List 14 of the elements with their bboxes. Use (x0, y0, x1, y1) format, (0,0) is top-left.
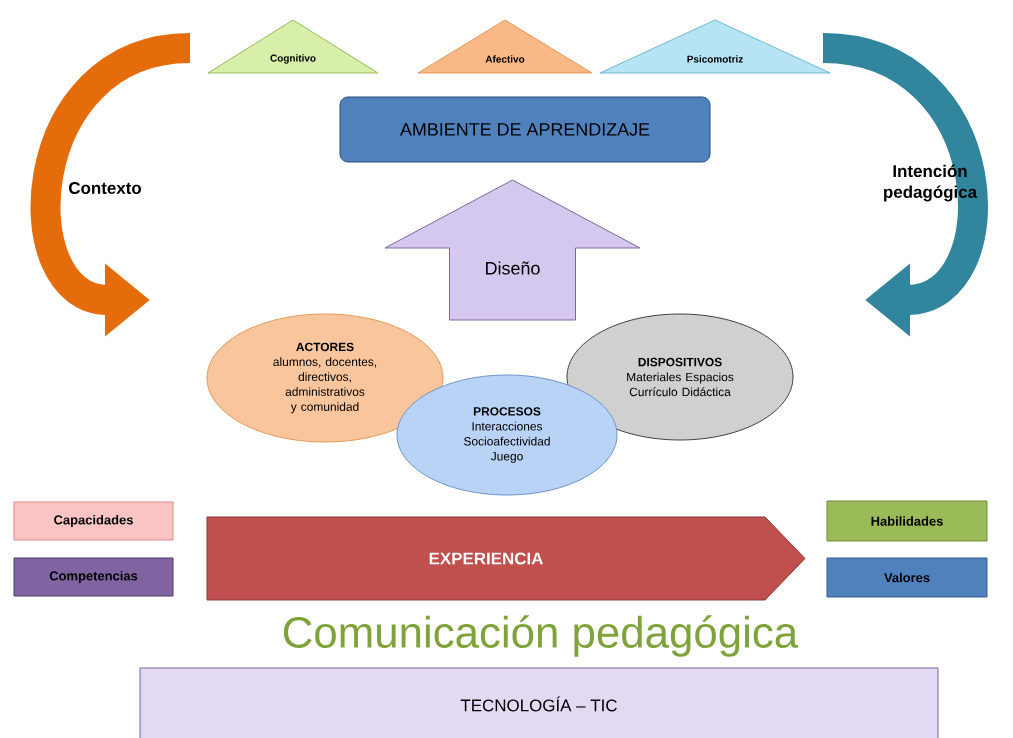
label-box: Capacidades (13, 501, 174, 541)
ellipse-node: DISPOSITIVOS Materiales Espacios Currículo Didáctica (566, 313, 794, 441)
label-box: Competencias (13, 557, 174, 597)
ellipse-node: ACTORES alumnos, docentes, directivos, administrativos y comunidad (206, 313, 444, 443)
triangle-box: Cognitivo (207, 19, 379, 74)
side-label: Contexto (69, 182, 142, 194)
label-box: TECNOLOGÍA – TIC (139, 667, 939, 738)
triangle-box: Afectivo (417, 19, 593, 74)
ellipse-node: PROCESOS Interacciones Socioafectividad Juego (396, 374, 618, 496)
glow-title: Comunicación pedagógica (283, 615, 799, 657)
rounded-box: AMBIENTE DE APRENDIZAJE (339, 96, 711, 163)
triangle-box: Psicomotriz (599, 19, 831, 74)
label-box: Habilidades (826, 500, 988, 542)
label-box: Valores (826, 557, 988, 598)
